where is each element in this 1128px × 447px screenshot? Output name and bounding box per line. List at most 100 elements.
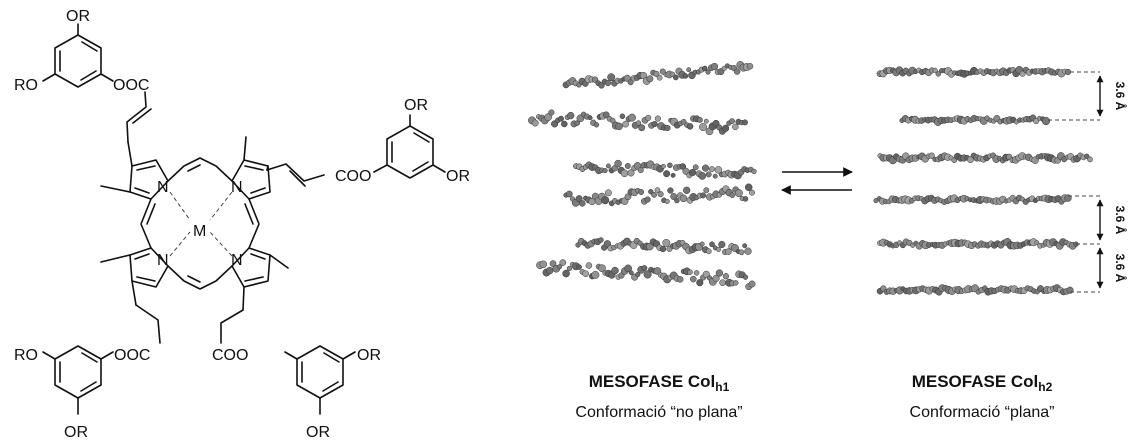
stack-planar — [873, 66, 1093, 296]
atom-bead — [620, 169, 629, 178]
atom-bead — [712, 173, 718, 179]
atom-bead — [602, 111, 610, 119]
atom-bead — [744, 183, 753, 192]
atom-bead — [549, 260, 557, 267]
spacing-label: 3.6 Å — [1113, 254, 1128, 283]
atom-bead — [579, 200, 586, 207]
atom-bead — [699, 123, 707, 132]
atom-bead — [718, 240, 726, 249]
caption-right: MESOFASE Colh2 Conformació “plana” — [910, 372, 1055, 421]
vinyl-link-top-left — [126, 91, 147, 143]
atom-bead — [663, 170, 671, 178]
atom-bead — [705, 69, 711, 75]
label-or: OR — [446, 168, 470, 185]
atom-bead — [705, 248, 712, 255]
atom-bead — [688, 169, 697, 177]
spacing-label: 3.6 Å — [1113, 82, 1128, 111]
atom-bead — [714, 166, 723, 174]
atom-bead — [682, 73, 689, 79]
atom-bead — [1066, 286, 1074, 294]
atom-bead — [575, 195, 583, 203]
atom-bead — [667, 162, 673, 169]
atom-bead — [699, 241, 705, 247]
atom-bead — [619, 113, 626, 120]
atom-bead — [664, 198, 670, 204]
atom-bead — [674, 197, 680, 204]
atom-bead — [648, 189, 654, 195]
atom-bead — [716, 247, 722, 252]
atom-bead — [667, 187, 674, 194]
label-coo: COO — [212, 347, 248, 364]
nitrogen-atom: N — [157, 252, 169, 269]
atom-bead — [708, 166, 715, 173]
atom-bead — [746, 63, 754, 70]
metal-center: M — [193, 223, 206, 240]
atom-bead — [548, 109, 555, 116]
aryl-ring-top-left: OR RO OOC — [14, 8, 149, 94]
atom-bead — [598, 237, 604, 243]
atom-bead — [664, 124, 671, 132]
atom-bead — [574, 120, 580, 126]
atom-bead — [544, 113, 552, 121]
chain-bottom-left — [135, 304, 161, 344]
atom-bead — [638, 124, 646, 132]
atom-bead — [567, 111, 575, 120]
mesophase-subtitle-left: Conformació “no plana” — [575, 404, 742, 421]
atom-bead — [602, 168, 608, 174]
atom-bead — [712, 274, 720, 282]
atom-bead — [749, 189, 755, 196]
atom-bead — [686, 67, 692, 73]
atom-bead — [683, 186, 691, 194]
aryl-ring-bottom-left: RO OOC OR — [14, 345, 150, 441]
atom-bead — [641, 265, 648, 272]
atom-bead — [709, 241, 715, 248]
atom-bead — [932, 67, 938, 73]
atom-bead — [729, 118, 735, 124]
label-coo: COO — [335, 168, 371, 185]
atom-bead — [657, 191, 664, 198]
atom-bead — [738, 249, 745, 256]
atom-bead — [679, 163, 687, 170]
spacing-markers: 3.6 Å 3.6 Å 3.6 Å — [1048, 71, 1128, 293]
atom-bead — [593, 122, 600, 128]
atom-bead — [744, 247, 752, 255]
atom-bead — [607, 73, 616, 82]
atom-bead — [703, 187, 710, 194]
atom-bead — [722, 124, 730, 132]
atom-bead — [680, 118, 687, 125]
atom-bead — [679, 194, 688, 203]
atom-bead — [751, 168, 757, 175]
atom-bead — [719, 279, 726, 287]
atom-bead — [562, 269, 570, 278]
nitrogen-atom: N — [231, 252, 243, 269]
atom-bead — [703, 118, 709, 124]
atom-bead — [557, 264, 563, 270]
atom-bead — [696, 116, 703, 123]
atom-bead — [654, 115, 661, 122]
atom-bead — [635, 120, 642, 126]
atom-bead — [587, 115, 593, 121]
atom-bead — [656, 74, 663, 81]
atom-bead — [701, 164, 710, 172]
atom-bead — [605, 163, 611, 169]
atom-bead — [645, 114, 652, 121]
label-or: OR — [306, 424, 330, 441]
mesophase-subtitle-right: Conformació “plana” — [910, 404, 1055, 421]
atom-bead — [654, 187, 661, 193]
atom-bead — [646, 75, 654, 83]
vinyl-link-right — [266, 163, 325, 182]
atom-bead — [1041, 117, 1051, 126]
atom-bead — [585, 262, 593, 269]
atom-bead — [742, 274, 749, 280]
equilibrium-arrows — [781, 167, 853, 195]
atom-bead — [693, 270, 700, 276]
atom-bead — [722, 273, 730, 280]
atom-bead — [637, 167, 644, 174]
atom-bead — [1064, 68, 1072, 76]
atom-bead — [700, 192, 707, 199]
atom-bead — [576, 264, 582, 270]
atom-bead — [627, 79, 634, 86]
porphyrin-molecule: OR RO OOC OR OR COO — [14, 8, 470, 441]
atom-bead — [692, 164, 699, 171]
